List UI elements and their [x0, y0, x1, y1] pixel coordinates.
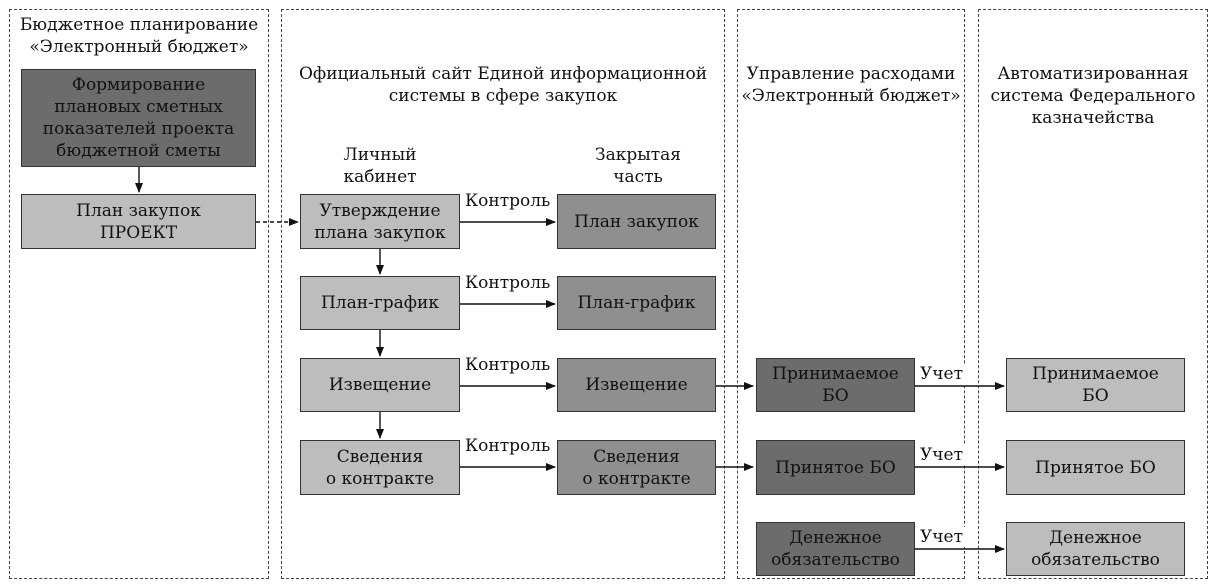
- box-closed-plan: План закупок: [557, 194, 716, 249]
- panel-eis: Официальный сайт Единой информационной с…: [281, 9, 725, 579]
- panel-treasury: Автоматизированная система Федерального …: [978, 9, 1208, 579]
- box-closed-schedule: План-график: [557, 276, 716, 330]
- label-control-notice: Контроль: [463, 355, 553, 375]
- box-schedule: План-график: [300, 276, 460, 330]
- panel-expense-management: Управление расходами «Электронный бюджет…: [737, 9, 965, 579]
- box-plan-approval: Утверждение плана закупок: [300, 194, 460, 249]
- box-forming-estimates: Формирование плановых сметных показателе…: [21, 69, 256, 167]
- box-contract-info: Сведения о контракте: [300, 440, 460, 495]
- subheader-personal-cabinet: Личный кабинет: [343, 145, 417, 187]
- box-bo-accepted: Принятое БО: [756, 440, 915, 495]
- box-monetary-obligation: Денежное обязательство: [756, 522, 915, 576]
- box-closed-notice: Извещение: [557, 358, 716, 412]
- label-control-schedule: Контроль: [463, 273, 553, 293]
- label-control-plan: Контроль: [463, 191, 553, 211]
- box-treasury-bo: Принятое БО: [1006, 440, 1185, 495]
- box-treasury-bo-prelim: Принимаемое БО: [1006, 358, 1185, 412]
- panel-title-treasury: Автоматизированная система Федерального …: [990, 64, 1196, 128]
- label-control-contract: Контроль: [463, 436, 553, 456]
- label-accounting-monetary: Учет: [918, 527, 965, 547]
- panel-title-expense-management: Управление расходами «Электронный бюджет…: [741, 64, 961, 106]
- panel-budget-planning: Бюджетное планирование «Электронный бюдж…: [9, 9, 269, 579]
- subheader-closed-part: Закрытая часть: [594, 145, 682, 187]
- panel-title-budget-planning: Бюджетное планирование «Электронный бюдж…: [19, 15, 259, 57]
- label-accounting-bo-prelim: Учет: [918, 364, 965, 384]
- box-plan-project: План закупок ПРОЕКТ: [21, 194, 256, 249]
- panel-title-eis: Официальный сайт Единой информационной с…: [298, 64, 708, 106]
- box-notice: Извещение: [300, 358, 460, 412]
- box-bo-accepted-prelim: Принимаемое БО: [756, 358, 915, 412]
- box-closed-contract: Сведения о контракте: [557, 440, 716, 495]
- box-treasury-monetary: Денежное обязательство: [1006, 522, 1185, 576]
- label-accounting-bo: Учет: [918, 445, 965, 465]
